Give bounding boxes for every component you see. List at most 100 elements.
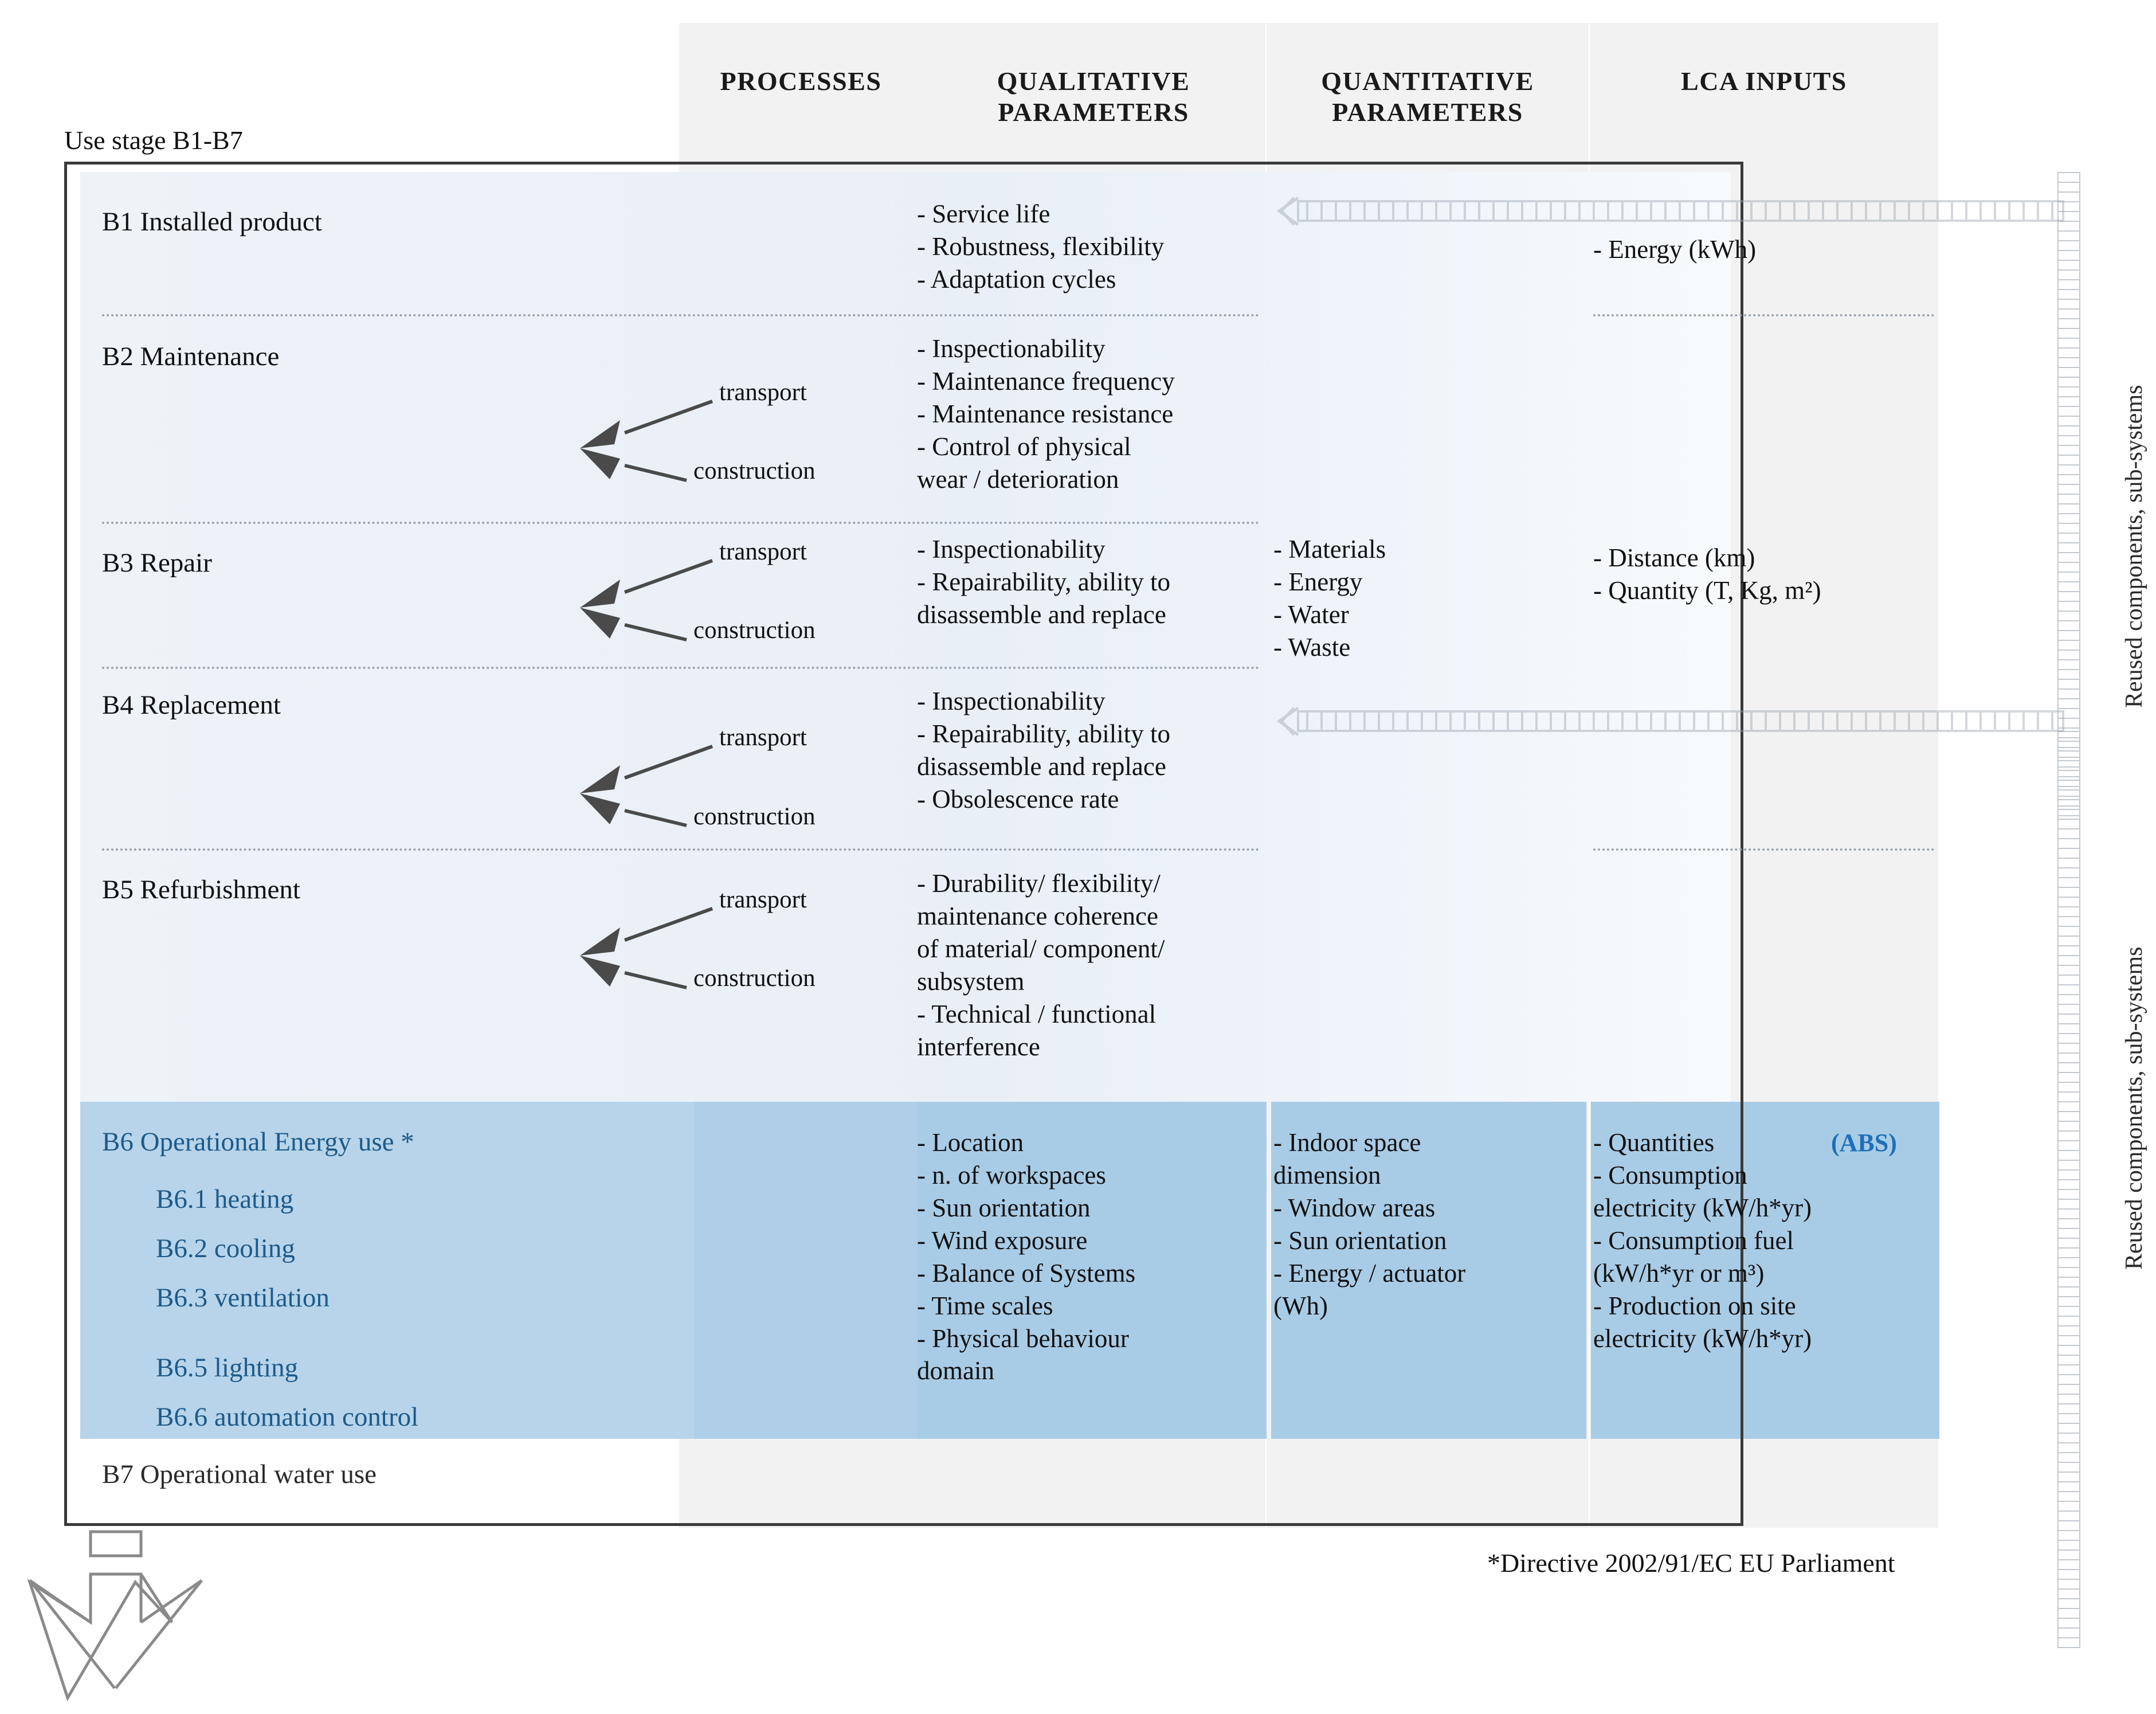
footnote-directive: *Directive 2002/91/EC EU Parliament (1487, 1548, 1895, 1578)
row-b6-qualitative-item: - Wind exposure (917, 1226, 1088, 1255)
separator-b3-b4 (102, 667, 1260, 669)
row-b2-qualitative-item: - Maintenance resistance (917, 399, 1174, 428)
row-b3-quantitative-item: - Energy (1273, 567, 1363, 596)
row-b3-lca-item: - Distance (km) (1593, 543, 1755, 572)
row-b5-qualitative-item: interference (917, 1032, 1040, 1061)
separator-b2-b3 (102, 522, 1260, 524)
column-header-qualitative: QUALITATIVE PARAMETERS (922, 66, 1265, 128)
row-b4-qualitative-item: - Obsolescence rate (917, 784, 1119, 813)
row-b3-qualitative: - Inspectionability - Repairability, abi… (917, 533, 1272, 631)
row-b3-qualitative-item: disassemble and replace (917, 600, 1166, 629)
row-b3-process-transport: transport (719, 538, 807, 565)
body-block-b1-b5 (80, 172, 1731, 1102)
row-b3-stage: B3 Repair (102, 548, 212, 578)
row-b6-lca-item: - Consumption fuel (1593, 1226, 1794, 1255)
separator-b4-b5-lca (1593, 848, 1934, 851)
row-b5-qualitative-item: - Durability/ flexibility/ (917, 869, 1161, 898)
row-b4-qualitative-item: disassemble and replace (917, 752, 1166, 781)
row-b6-lca-item: electricity (kW/h*yr) (1593, 1324, 1812, 1353)
row-b6-qualitative: - Location - n. of workspaces - Sun orie… (917, 1126, 1269, 1387)
row-b2-qualitative-item: wear / deterioration (917, 464, 1119, 494)
b6-band-quantitative (1271, 1102, 1586, 1439)
column-header-quantitative-line2: PARAMETERS (1332, 97, 1523, 127)
row-b3-qualitative-item: - Repairability, ability to (917, 567, 1170, 596)
use-stage-frame (64, 162, 1743, 1526)
column-header-quantitative-line1: QUANTITATIVE (1321, 66, 1534, 96)
separator-b4-b5 (102, 848, 1260, 851)
row-b6-qualitative-item: domain (917, 1356, 994, 1386)
row-b1-qualitative-item: - Service life (917, 199, 1050, 228)
row-b1-lca: - Energy (kWh) (1593, 233, 1937, 266)
separator-b1-b2 (102, 314, 1260, 316)
b6-band-processes (695, 1102, 917, 1439)
row-b1-lca-item: - Energy (kWh) (1593, 235, 1757, 264)
row-b5-qualitative-item: of material/ component/ (917, 934, 1165, 963)
row-b6-qualitative-item: - Sun orientation (917, 1193, 1091, 1222)
row-b5-qualitative-item: - Technical / functional (917, 999, 1157, 1028)
column-header-qualitative-line1: QUALITATIVE (997, 66, 1190, 96)
row-b1-qualitative-item: - Robustness, flexibility (917, 232, 1165, 261)
side-label-top: Reused components, sub-systems (2121, 385, 2147, 708)
row-b6-substage-1: B6.1 heating (156, 1184, 294, 1214)
column-header-lca-label: LCA INPUTS (1681, 66, 1847, 96)
row-b6-lca-item: - Quantities (1593, 1128, 1715, 1157)
row-b6-qualitative-item: - n. of workspaces (917, 1160, 1106, 1189)
row-b5-qualitative-item: subsystem (917, 966, 1025, 996)
row-b5-process-construction: construction (693, 965, 816, 992)
row-b5-qualitative-item: maintenance coherence (917, 901, 1158, 930)
row-b6-stage: B6 Operational Energy use * (102, 1127, 414, 1157)
row-b1-stage: B1 Installed product (102, 207, 322, 237)
row-b7-stage: B7 Operational water use (102, 1459, 377, 1489)
row-b6-quantitative-item: (Wh) (1273, 1291, 1328, 1320)
column-header-lca: LCA INPUTS (1590, 66, 1938, 97)
row-b6-quantitative-item: - Energy / actuator (1273, 1258, 1466, 1288)
abs-badge: (ABS) (1831, 1129, 1897, 1157)
row-b4-qualitative: - Inspectionability - Repairability, abi… (917, 685, 1272, 816)
row-b5-qualitative: - Durability/ flexibility/ maintenance c… (917, 867, 1284, 1063)
row-b3-quantitative: - Materials - Energy - Water - Waste (1273, 533, 1583, 664)
column-header-processes-label: PROCESSES (720, 66, 882, 96)
row-b3-quantitative-item: - Water (1273, 600, 1349, 629)
row-b6-quantitative-item: - Window areas (1273, 1193, 1436, 1222)
hatch-bar-top (2057, 172, 2080, 820)
row-b7: B7 Operational water use (102, 1459, 377, 1490)
row-b2-qualitative-item: - Maintenance frequency (917, 366, 1175, 396)
row-b3-process-construction: construction (693, 617, 816, 644)
separator-b1-b2-lca (1593, 314, 1934, 316)
row-b6-lca-item: - Production on site (1593, 1291, 1796, 1320)
row-b3-lca: - Distance (km) - Quantity (T, Kg, m²) (1593, 542, 1937, 607)
hatch-bar-bottom (2057, 731, 2080, 1648)
row-b6-quantitative: - Indoor space dimension - Window areas … (1273, 1126, 1589, 1322)
row-b6-quantitative-item: - Indoor space (1273, 1128, 1421, 1157)
row-b3-qualitative-item: - Inspectionability (917, 535, 1106, 563)
row-b2-process-transport: transport (719, 379, 807, 406)
row-b2-qualitative-item: - Control of physical (917, 432, 1131, 461)
row-b6-qualitative-item: - Physical behaviour (917, 1324, 1129, 1353)
row-b2-process-construction: construction (693, 457, 816, 484)
row-b6-lca-item: electricity (kW/h*yr) (1593, 1193, 1812, 1222)
row-b2-qualitative: - Inspectionability - Maintenance freque… (917, 332, 1272, 496)
column-header-quantitative: QUANTITATIVE PARAMETERS (1267, 66, 1589, 128)
row-b1-qualitative-item: - Adaptation cycles (917, 264, 1116, 294)
column-header-processes: PROCESSES (679, 66, 923, 97)
row-b5-stage: B5 Refurbishment (102, 875, 300, 905)
row-b1-qualitative: - Service life - Robustness, flexibility… (917, 198, 1261, 296)
row-b4-process-transport: transport (719, 724, 807, 751)
row-b6-substage-3: B6.3 ventilation (156, 1283, 330, 1313)
row-b3-quantitative-item: - Materials (1273, 535, 1386, 563)
b6-band-qualitative (917, 1102, 1267, 1439)
row-b6-substage-2: B6.2 cooling (156, 1234, 295, 1263)
column-header-qualitative-line2: PARAMETERS (998, 97, 1189, 127)
row-b4-process-construction: construction (693, 803, 816, 830)
row-b6-lca-item: - Consumption (1593, 1160, 1747, 1189)
row-b6-qualitative-item: - Balance of Systems (917, 1258, 1136, 1288)
row-b6-lca: - Quantities - Consumption electricity (… (1593, 1126, 1937, 1355)
row-b6-lca-item: (kW/h*yr or m³) (1593, 1258, 1765, 1288)
row-b6-quantitative-item: - Sun orientation (1273, 1226, 1447, 1255)
row-b3-quantitative-item: - Waste (1273, 632, 1351, 662)
next-stage-down-arrow-icon (27, 1530, 203, 1702)
side-label-bottom: Reused components, sub-systems (2121, 946, 2147, 1270)
use-stage-title: Use stage B1-B7 (64, 126, 243, 155)
row-b5-process-transport: transport (719, 886, 807, 913)
